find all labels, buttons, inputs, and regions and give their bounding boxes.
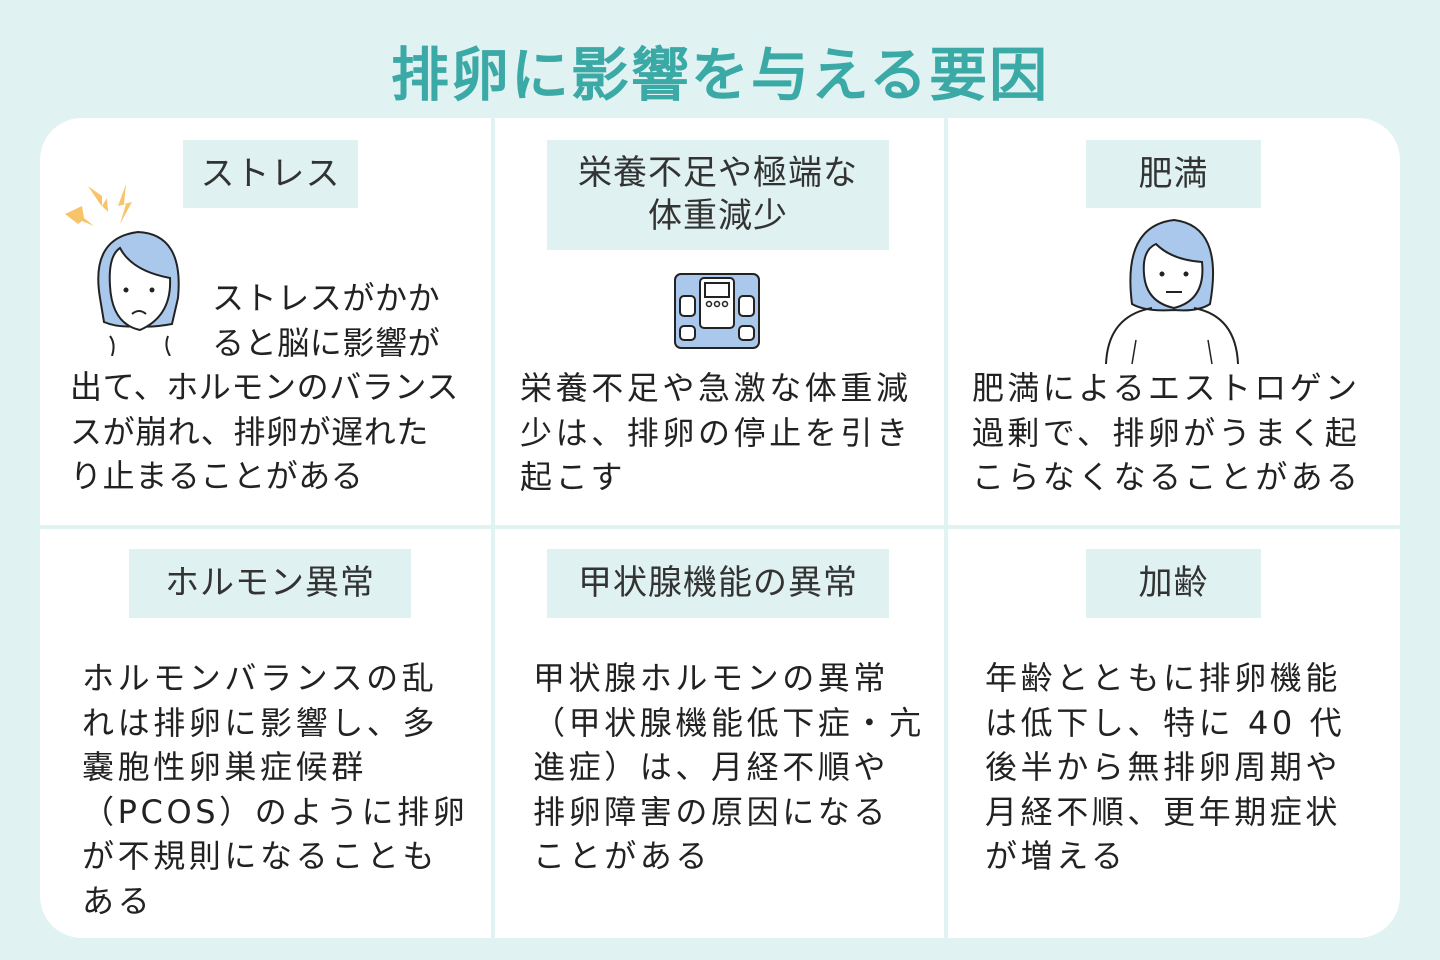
label-obesity: 肥満 <box>1086 140 1261 208</box>
text-line: 年齢とともに排卵機能 <box>985 659 1342 697</box>
text-line: ホルモンバランスの乱 <box>82 659 438 697</box>
text-line: 肥満によるエストロゲン <box>972 369 1361 407</box>
label-hormone-abnormality: ホルモン異常 <box>129 549 411 618</box>
text-line: 起こす <box>520 458 627 496</box>
text-line: が増える <box>985 837 1127 875</box>
text-line: 排卵障害の原因になる <box>533 792 890 831</box>
text-line: り止まることがある <box>70 457 364 495</box>
label-aging: 加齢 <box>1086 549 1261 618</box>
description-obesity: 肥満によるエストロゲン 過剰で、排卵がうまく起 こらなくなることがある <box>972 366 1361 500</box>
page-title: 排卵に影響を与える要因 <box>390 41 1050 109</box>
text-line: は低下し、特に 40 代 <box>985 703 1346 742</box>
text-line: ある <box>82 881 154 920</box>
description-stress: ストレスがかか ると脳に影響が 出て、ホルモンのバランス スが崩れ、排卵が遅れた… <box>70 276 480 499</box>
label-text: 体重減少 <box>648 196 788 236</box>
factors-grid: ストレス ストレスがかか ると脳に影響が 出て、ホルモンのバランス スが崩れ、排… <box>40 118 1400 938</box>
text-line: 後半から無排卵周期や <box>985 748 1342 786</box>
label-text: ストレス <box>200 153 341 194</box>
description-hormone-abnormality: ホルモンバランスの乱 れは排卵に影響し、多 嚢胞性卵巣症候群 （PCOS）のよう… <box>82 656 468 923</box>
text-line: 過剰で、排卵がうまく起 <box>972 413 1361 452</box>
description-thyroid: 甲状腺ホルモンの異常 （甲状腺機能低下症・亢 進症）は、月経不順や 排卵障害の原… <box>533 656 925 879</box>
text-line: ると脳に影響が <box>212 323 441 362</box>
text-line: れは排卵に影響し、多 <box>82 703 439 742</box>
label-text: 栄養不足や極端な <box>578 153 858 193</box>
label-text: 甲状腺機能の異常 <box>578 563 858 603</box>
label-text: 肥満 <box>1138 153 1209 194</box>
text-line: ことがある <box>533 837 712 875</box>
text-line: 進症）は、月経不順や <box>533 748 890 786</box>
text-line: （甲状腺機能低下症・亢 <box>533 703 925 742</box>
text-line: スが崩れ、排卵が遅れた <box>70 412 429 451</box>
divider <box>40 525 1400 529</box>
text-line: 月経不順、更年期症状 <box>985 792 1342 831</box>
text-line: 嚢胞性卵巣症候群 <box>82 748 367 786</box>
text-line: （PCOS）のように排卵 <box>82 792 469 831</box>
label-malnutrition: 栄養不足や極端な体重減少 <box>547 140 889 250</box>
label-text: 加齢 <box>1138 563 1209 603</box>
stressed-woman-illustration <box>65 184 180 356</box>
text-line: ストレスがかか <box>212 279 441 317</box>
description-aging: 年齢とともに排卵機能 は低下し、特に 40 代 後半から無排卵周期や 月経不順、… <box>985 656 1345 879</box>
text-line: 栄養不足や急激な体重減 <box>520 369 912 407</box>
text-line: 甲状腺ホルモンの異常 <box>533 659 890 697</box>
overweight-woman-illustration <box>1105 218 1239 365</box>
text-line: こらなくなることがある <box>972 458 1362 496</box>
label-thyroid: 甲状腺機能の異常 <box>547 549 889 618</box>
text-line: が不規則になることも <box>82 837 439 875</box>
text-line: 少は、排卵の停止を引き <box>520 413 912 452</box>
body-scale-icon <box>674 273 760 349</box>
text-line: 出て、ホルモンのバランス <box>70 368 459 406</box>
description-malnutrition: 栄養不足や急激な体重減 少は、排卵の停止を引き 起こす <box>520 366 912 500</box>
label-text: ホルモン異常 <box>165 563 375 603</box>
label-stress: ストレス <box>183 140 358 208</box>
